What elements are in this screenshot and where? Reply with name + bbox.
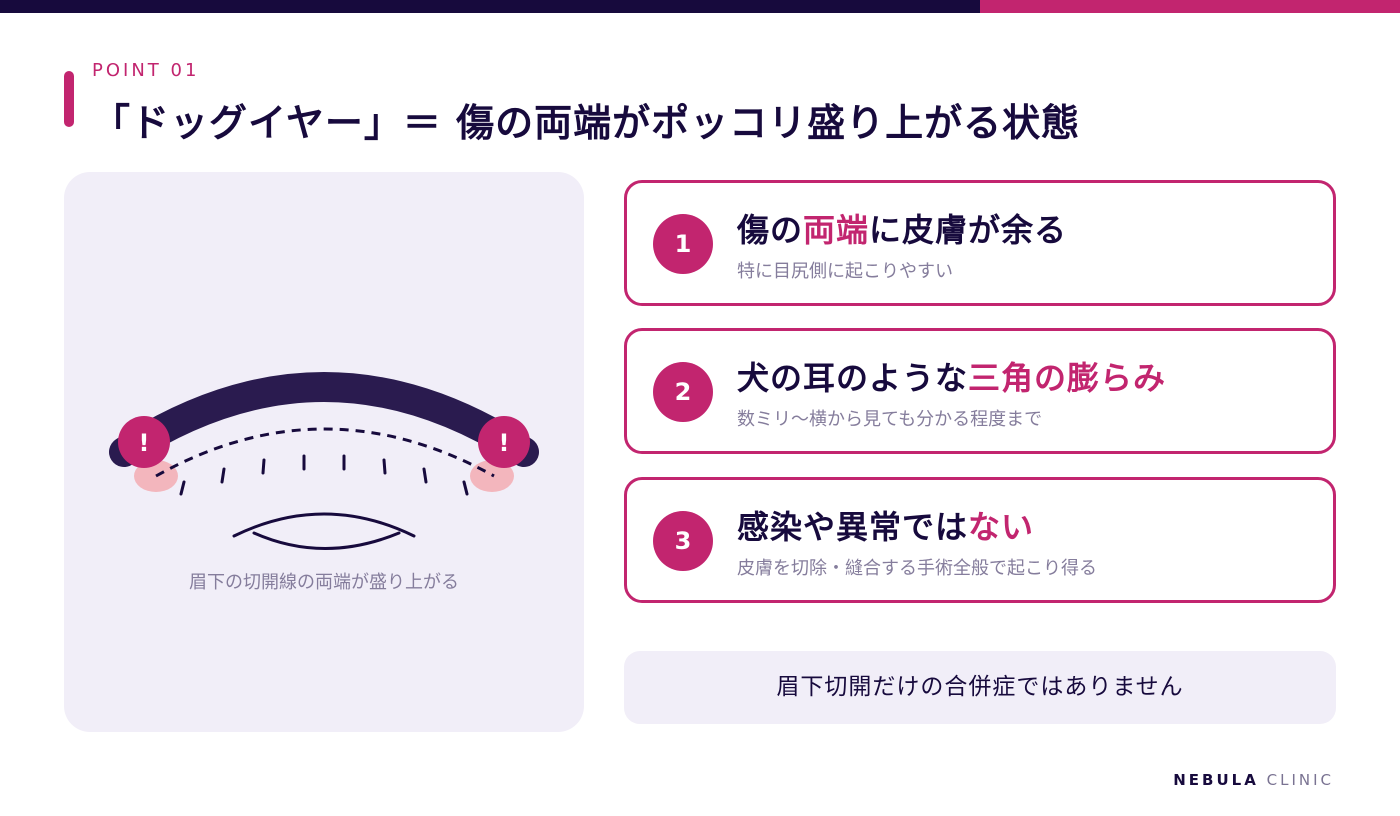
top-bar-dark — [0, 0, 980, 13]
footer-brand: NEBULA CLINIC — [1173, 771, 1334, 789]
card-title-text: 傷の — [737, 211, 804, 249]
page-title: 「ドッグイヤー」＝ 傷の両端がポッコリ盛り上がる状態 — [92, 101, 1081, 145]
point-card-2: 2 犬の耳のような三角の膨らみ 数ミリ〜横から見ても分かる程度まで — [624, 328, 1336, 454]
card-number-badge: 3 — [653, 511, 713, 571]
point-card-1: 1 傷の両端に皮膚が余る 特に目尻側に起こりやすい — [624, 180, 1336, 306]
eyelashes — [179, 454, 469, 496]
card-number-badge: 2 — [653, 362, 713, 422]
eyebrow-shape — [109, 372, 539, 467]
card-title-highlight: ない — [968, 508, 1035, 546]
card-title-highlight: 両端 — [803, 211, 870, 249]
card-title-highlight: 三角の膨らみ — [968, 359, 1167, 397]
brand-secondary: CLINIC — [1266, 771, 1334, 789]
eye-outline — [232, 512, 416, 550]
incision-line — [155, 427, 495, 478]
eyebrow-incision-diagram: ! ! — [109, 372, 539, 550]
card-title-text: 感染や異常では — [737, 508, 969, 546]
eyebrow-label: POINT 01 — [92, 60, 200, 81]
left-warning-symbol: ! — [139, 429, 150, 457]
point-card-3: 3 感染や異常ではない 皮膚を切除・縫合する手術全般で起こり得る — [624, 477, 1336, 603]
illustration-caption: 眉下の切開線の両端が盛り上がる — [189, 572, 459, 593]
note-box: 眉下切開だけの合併症ではありません — [624, 651, 1336, 724]
right-warning-marker: ! — [478, 416, 530, 468]
left-warning-marker: ! — [118, 416, 170, 468]
card-subtitle: 数ミリ〜横から見ても分かる程度まで — [737, 409, 1043, 430]
card-title: 感染や異常ではない — [737, 502, 1034, 548]
card-subtitle: 特に目尻側に起こりやすい — [737, 261, 953, 282]
card-number-badge: 1 — [653, 214, 713, 274]
card-subtitle: 皮膚を切除・縫合する手術全般で起こり得る — [737, 558, 1097, 579]
card-title-text: 犬の耳のような — [737, 359, 969, 397]
card-title: 傷の両端に皮膚が余る — [737, 205, 1067, 251]
illustration-panel: ! ! 眉下の切開線の両端が盛り上がる — [64, 172, 584, 732]
card-title-text-after: に皮膚が余る — [869, 211, 1068, 249]
brand-primary: NEBULA — [1173, 771, 1259, 789]
right-warning-symbol: ! — [499, 429, 510, 457]
title-accent-bar — [64, 71, 74, 127]
card-title: 犬の耳のような三角の膨らみ — [737, 353, 1166, 399]
top-bar-accent — [980, 0, 1400, 13]
